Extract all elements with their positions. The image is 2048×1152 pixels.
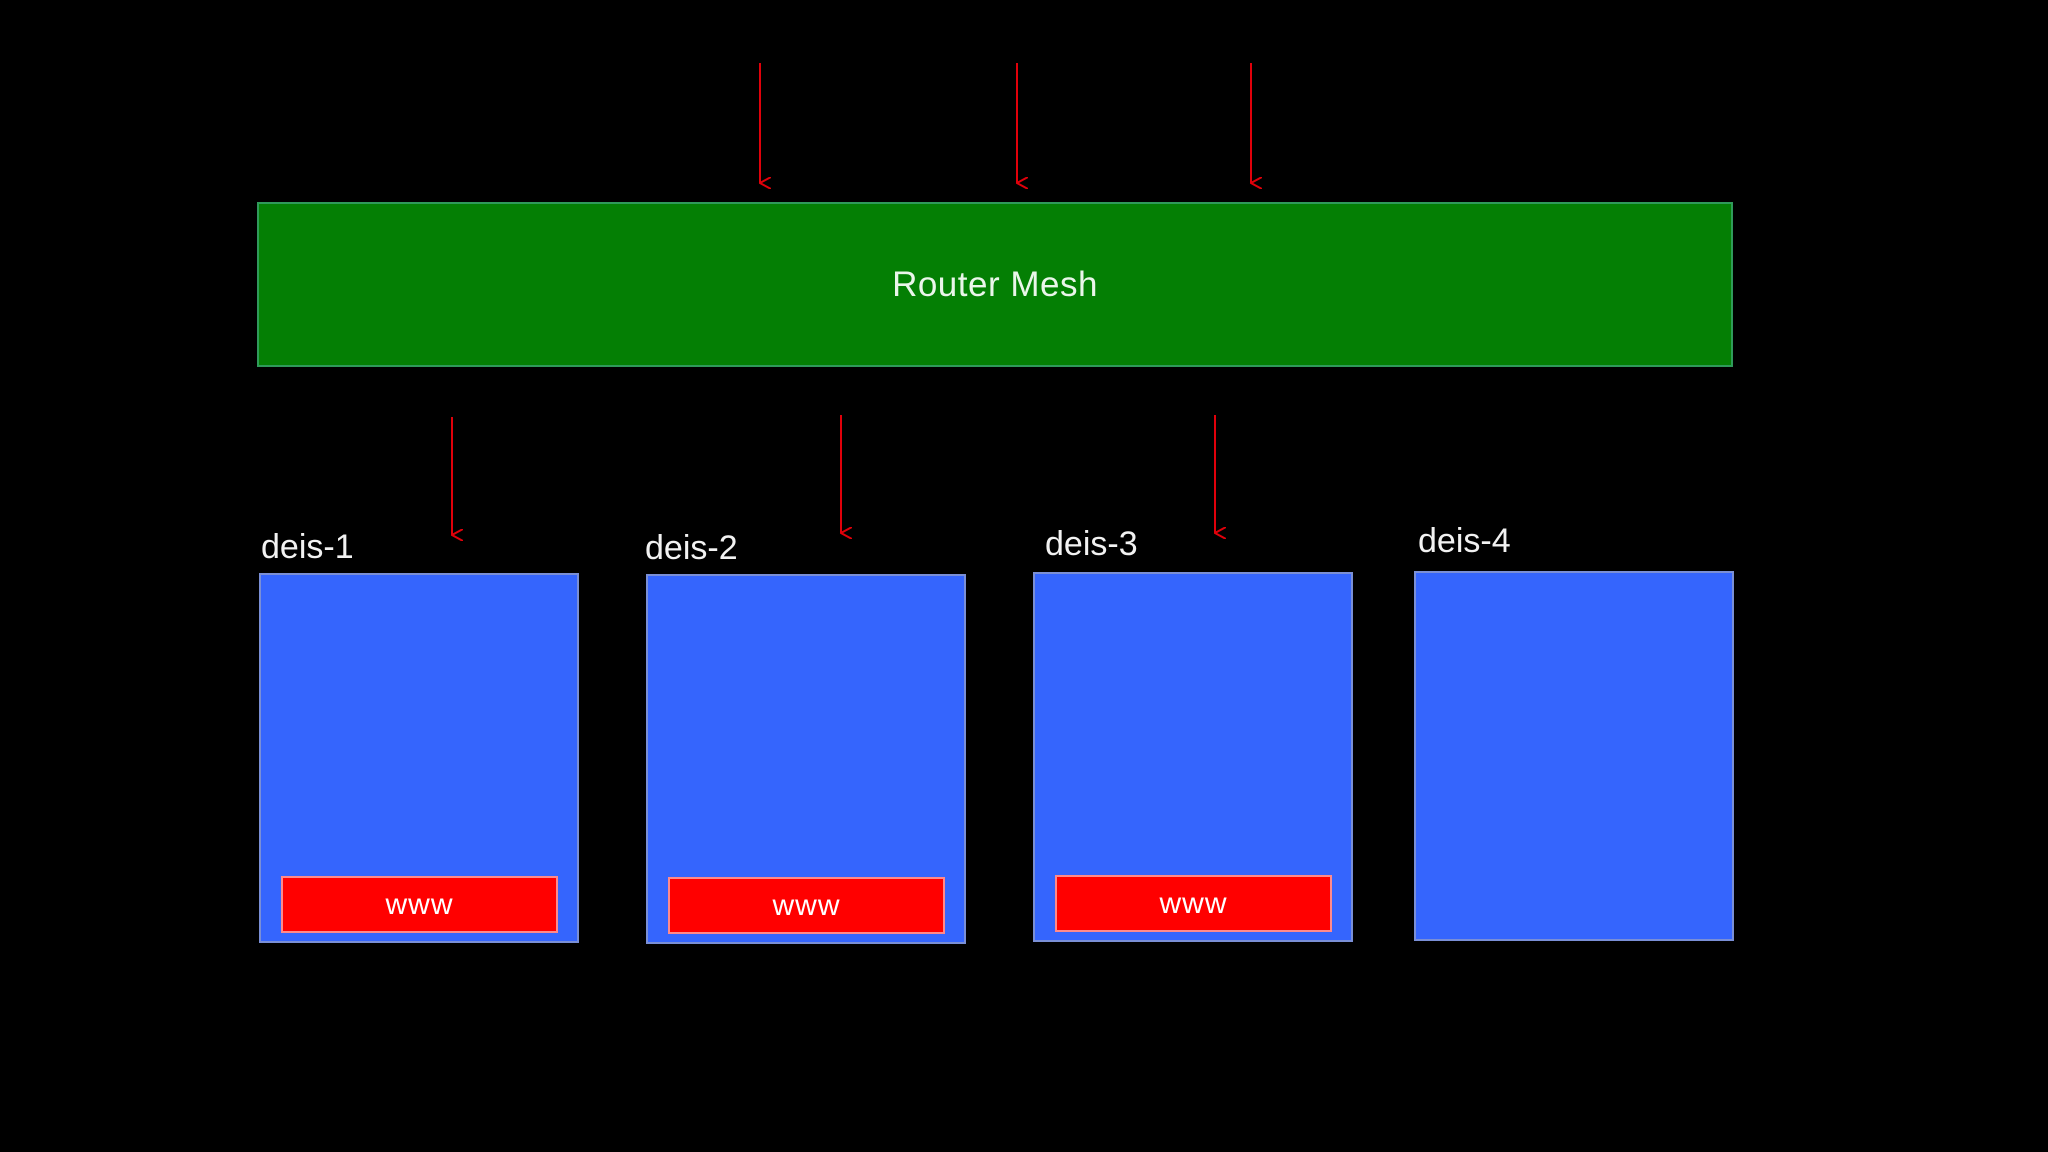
node-label-deis-4: deis-4 [1418,522,1511,560]
app-container-www: www [281,876,558,933]
node-label-deis-3: deis-3 [1045,525,1138,563]
app-label: www [385,887,454,921]
node-label-deis-2: deis-2 [645,529,738,567]
node-deis-4 [1414,571,1734,941]
node-label-deis-1: deis-1 [261,528,354,566]
app-container-www: www [1055,875,1332,932]
node-deis-3: www [1033,572,1353,942]
app-label: www [1159,886,1228,920]
app-label: www [772,888,841,922]
router-mesh-box: Router Mesh [257,202,1733,367]
app-container-www: www [668,877,945,934]
node-deis-2: www [646,574,966,944]
router-mesh-label: Router Mesh [892,264,1098,304]
node-deis-1: www [259,573,579,943]
